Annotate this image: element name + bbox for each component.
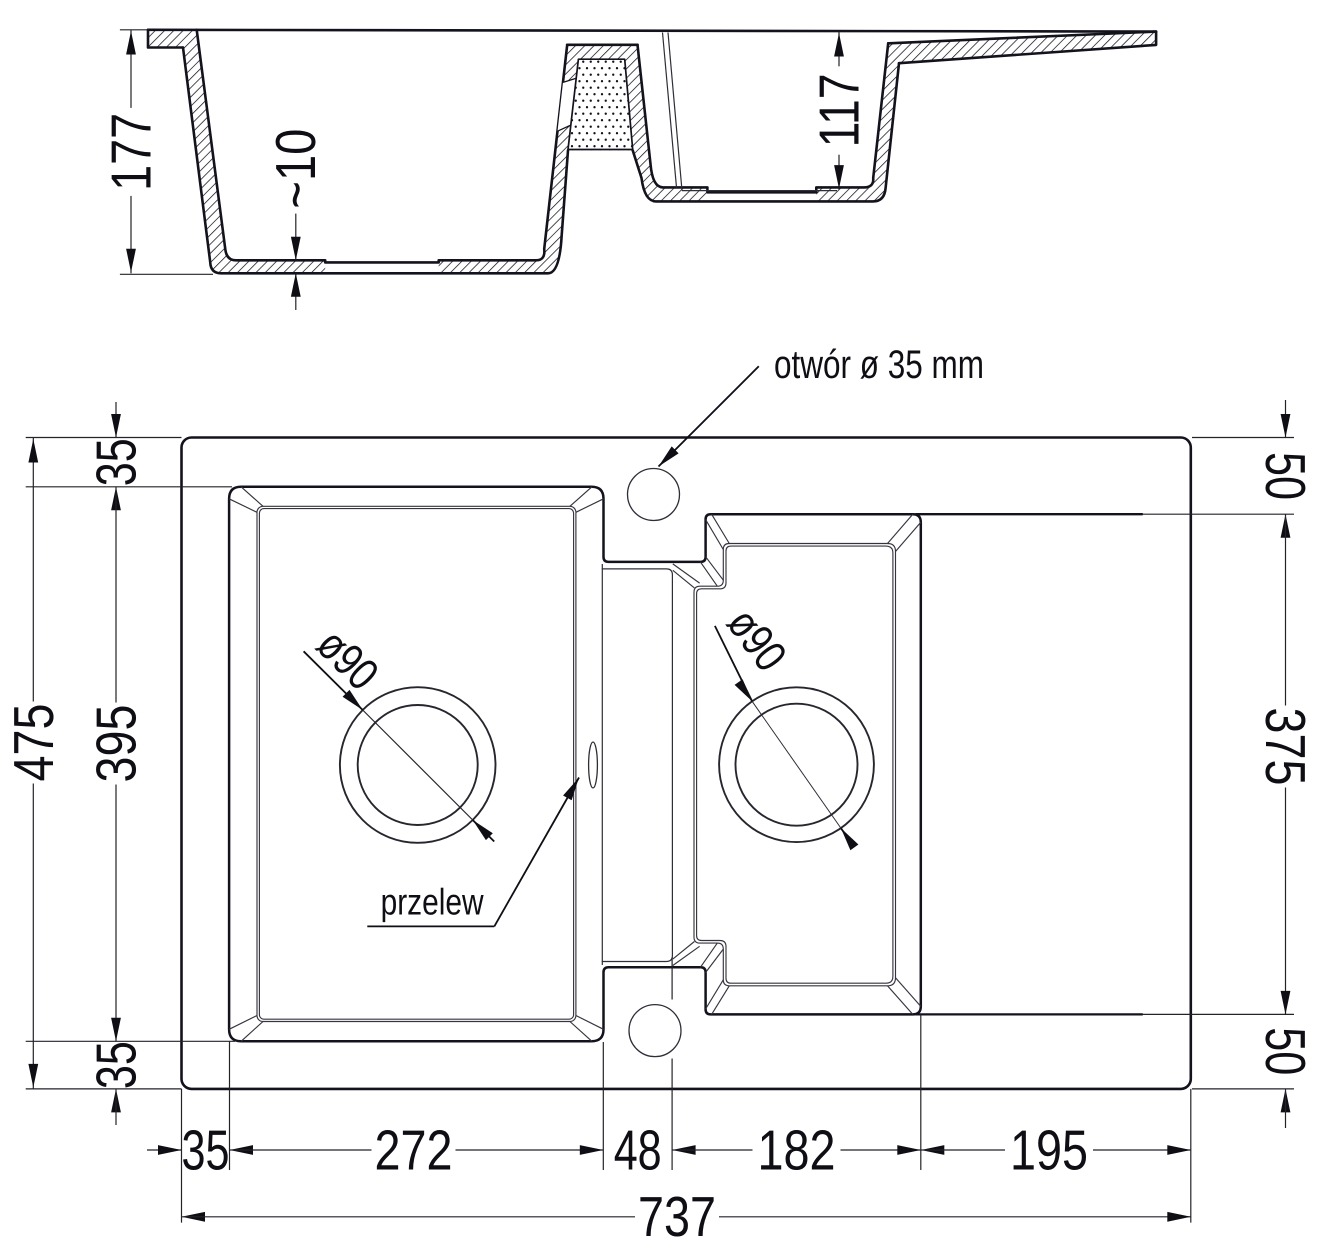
svg-text:35: 35 <box>84 1041 147 1089</box>
svg-text:~10: ~10 <box>264 129 327 209</box>
svg-text:395: 395 <box>84 705 147 783</box>
svg-text:117: 117 <box>808 73 871 147</box>
svg-text:50: 50 <box>1254 452 1317 500</box>
svg-text:ø90: ø90 <box>717 599 796 681</box>
svg-text:195: 195 <box>1010 1118 1088 1181</box>
svg-text:272: 272 <box>375 1118 453 1181</box>
svg-text:182: 182 <box>758 1118 836 1181</box>
svg-text:35: 35 <box>182 1118 230 1181</box>
svg-text:ø90: ø90 <box>307 619 388 700</box>
svg-text:50: 50 <box>1254 1027 1317 1075</box>
svg-text:737: 737 <box>638 1185 716 1248</box>
svg-text:375: 375 <box>1254 708 1317 786</box>
svg-text:przelew: przelew <box>381 882 484 923</box>
svg-text:475: 475 <box>2 704 65 782</box>
svg-text:48: 48 <box>614 1118 662 1181</box>
svg-text:35: 35 <box>84 438 147 486</box>
svg-text:177: 177 <box>99 113 162 191</box>
svg-text:otwór ø 35 mm: otwór ø 35 mm <box>774 343 984 387</box>
